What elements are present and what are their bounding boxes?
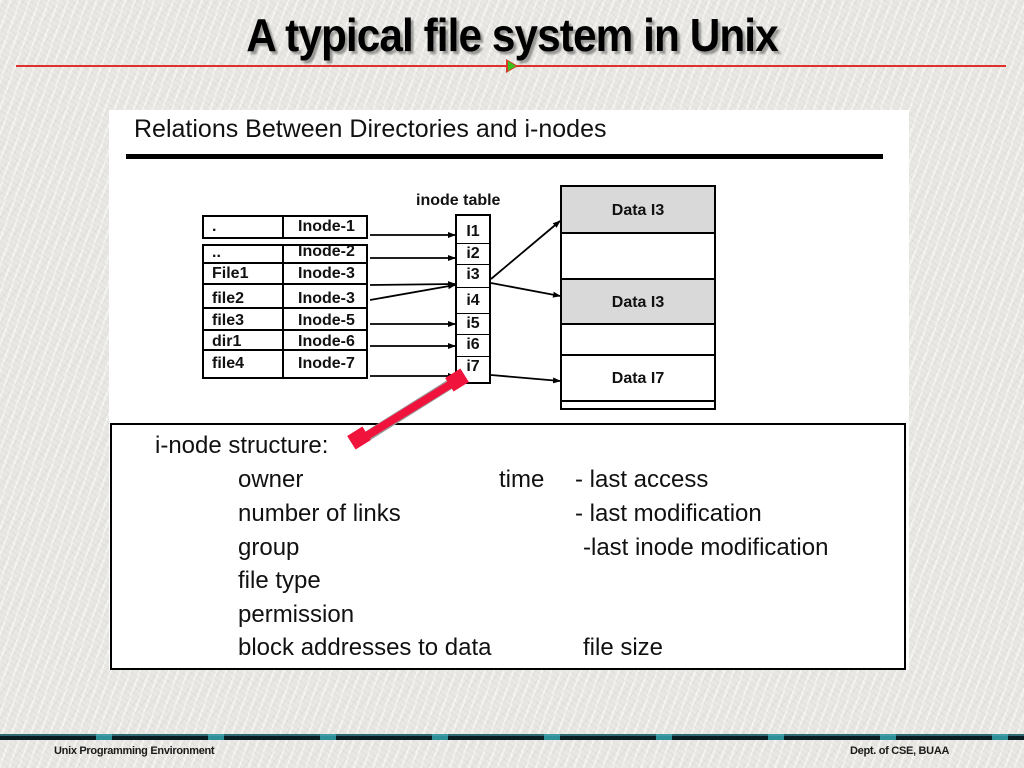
column-divider: [282, 331, 284, 349]
entry-inode: Inode-2: [298, 243, 355, 260]
field-last-access: - last access: [575, 466, 709, 493]
data-blocks: Data I3 Data I3 Data I7: [560, 185, 716, 410]
directory-entry: file4 Inode-7: [202, 349, 368, 379]
inode-entry: I1: [457, 222, 489, 244]
field-last-inode-modification: -last inode modification: [583, 534, 829, 561]
column-divider: [282, 246, 284, 262]
directory-entry: .. Inode-2: [202, 244, 368, 264]
field-file-size: file size: [583, 634, 664, 661]
column-divider: [282, 285, 284, 307]
footer-course-name: Unix Programming Environment: [54, 745, 215, 757]
inode-table: I1 i2 i3 i4 i5 i6 i7: [455, 214, 491, 384]
entry-inode: Inode-3: [298, 265, 355, 282]
entry-inode: Inode-3: [298, 290, 355, 307]
entry-name: dir1: [212, 333, 242, 350]
column-divider: [282, 351, 284, 377]
red-callout-arrow: [347, 368, 469, 450]
field-block-addresses: block addresses to data: [238, 634, 492, 661]
inode-structure-box: [110, 423, 906, 670]
entry-inode: Inode-5: [298, 312, 355, 329]
data-block: Data I3: [562, 187, 714, 234]
directory-entry: file2 Inode-3: [202, 283, 368, 309]
entry-inode: Inode-6: [298, 333, 355, 350]
heading-underline: [126, 154, 883, 159]
entry-name: file3: [212, 312, 245, 329]
entry-name: file4: [212, 355, 245, 372]
inode-entry: i7: [466, 358, 480, 375]
directory-entry: file3 Inode-5: [202, 307, 368, 331]
field-links: number of links: [238, 500, 401, 527]
inode-entry: i5: [457, 314, 489, 335]
slide-title: A typical file system in Unix: [246, 9, 778, 61]
inode-structure-heading: i-node structure:: [155, 432, 329, 459]
footer-bar-highlight: [0, 734, 1024, 736]
entry-name: ..: [212, 244, 221, 261]
footer-bar: [0, 734, 1024, 740]
inode-entry: i2: [457, 244, 489, 265]
field-last-modification: - last modification: [575, 500, 762, 527]
entry-name: .: [212, 218, 217, 235]
data-block: [562, 325, 714, 356]
inode-table-label: inode table: [416, 192, 501, 209]
inode-entry: i3: [457, 265, 489, 288]
entry-inode: Inode-7: [298, 355, 355, 372]
footer-department: Dept. of CSE, BUAA: [850, 745, 950, 757]
entry-name: File1: [212, 265, 249, 282]
field-time-label: time: [499, 466, 545, 493]
field-permission: permission: [238, 601, 355, 628]
field-group: group: [238, 534, 300, 561]
data-block: Data I7: [562, 356, 714, 402]
inode-entry: i4: [457, 288, 489, 314]
inode-entry: i6: [457, 335, 489, 357]
entry-name: file2: [212, 290, 245, 307]
play-marker-inner-icon: [508, 61, 516, 71]
column-divider: [282, 217, 284, 237]
column-divider: [282, 309, 284, 329]
field-owner: owner: [238, 466, 304, 493]
directory-entry: dir1 Inode-6: [202, 329, 368, 351]
data-block: Data I3: [562, 280, 714, 325]
entry-inode: Inode-1: [298, 218, 355, 235]
field-file-type: file type: [238, 567, 321, 594]
diagram-heading: Relations Between Directories and i-node…: [134, 115, 607, 143]
directory-entry: . Inode-1: [202, 215, 368, 239]
data-block: [562, 234, 714, 280]
column-divider: [282, 264, 284, 283]
